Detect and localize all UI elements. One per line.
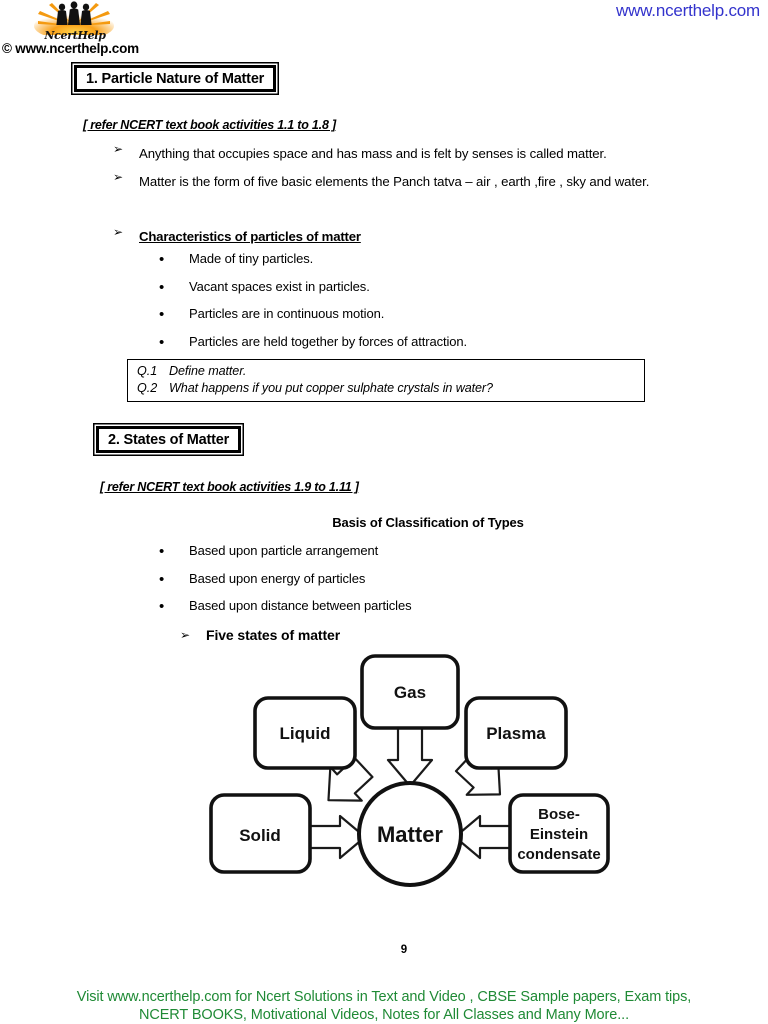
arrow-bec-to-matter (453, 814, 512, 860)
arrow-liquid-to-matter (327, 756, 374, 802)
characteristic-bullet-4-text: Particles are held together by forces of… (189, 334, 468, 349)
site-logo: NcertHelp © www.ncerthelp.com (2, 1, 177, 56)
characteristic-bullet-1-text: Made of tiny particles. (189, 251, 314, 266)
arrow-solid-to-matter (308, 814, 367, 860)
characteristic-bullet-1: • Made of tiny particles. (159, 251, 314, 269)
diagram-node-gas: Gas (360, 654, 460, 730)
section-1-refer-note: [ refer NCERT text book activities 1.1 t… (83, 118, 336, 132)
characteristic-bullet-2-text: Vacant spaces exist in particles. (189, 279, 370, 294)
section-1-title: 1. Particle Nature of Matter (86, 70, 265, 87)
page-number-text: 9 (400, 944, 408, 956)
page-number: 9 (0, 944, 768, 956)
question-box: Q.1 Define matter. Q.2 What happens if y… (127, 359, 645, 402)
diagram-node-gas-label: Gas (394, 683, 426, 702)
question-1-label: Q.1 (137, 364, 158, 378)
diagram-node-bec: Bose- Einstein condensate (508, 793, 610, 874)
dot-bullet-icon: • (159, 598, 165, 615)
question-row: Q.1 Define matter. (128, 363, 644, 380)
question-2-text: What happens if you put copper sulphate … (169, 381, 493, 395)
footer-promo: Visit www.ncerthelp.com for Ncert Soluti… (0, 988, 768, 1024)
diagram-node-liquid-label: Liquid (280, 724, 331, 743)
arrow-bullet-icon: ➢ (180, 628, 190, 642)
basis-bullet-3-text: Based upon distance between particles (189, 598, 412, 613)
arrow-point-2-text: Matter is the form of five basic element… (139, 174, 650, 189)
characteristic-bullet-2: • Vacant spaces exist in particles. (159, 279, 370, 297)
basis-bullet-3: • Based upon distance between particles (159, 598, 412, 616)
five-states-subheading-text: Five states of matter (206, 627, 341, 643)
dot-bullet-icon: • (159, 571, 165, 588)
diagram-node-plasma-label: Plasma (486, 724, 546, 743)
diagram-node-plasma: Plasma (464, 696, 568, 770)
basis-of-classification-heading: Basis of Classification of Types (0, 515, 768, 530)
arrow-point-3: ➢ Characteristics of particles of matter (113, 224, 513, 249)
basis-of-classification-heading-text: Basis of Classification of Types (332, 515, 524, 530)
diagram-node-bec-label-line2: Einstein (530, 826, 588, 843)
dot-bullet-icon: • (159, 279, 165, 296)
footer-promo-line-1: Visit www.ncerthelp.com for Ncert Soluti… (76, 989, 692, 1005)
arrow-point-1: ➢ Anything that occupies space and has m… (113, 141, 713, 166)
section-1-title-box: 1. Particle Nature of Matter (74, 65, 277, 92)
arrow-bullet-icon: ➢ (113, 225, 123, 239)
section-2-title: 2. States of Matter (108, 431, 230, 448)
diagram-node-bec-label-line1: Bose- (538, 806, 580, 823)
section-2-title-box: 2. States of Matter (96, 426, 242, 453)
characteristic-bullet-3: • Particles are in continuous motion. (159, 306, 385, 324)
arrow-point-2: ➢ Matter is the form of five basic eleme… (113, 169, 691, 194)
characteristic-bullet-3-text: Particles are in continuous motion. (189, 306, 385, 321)
basis-bullet-2-text: Based upon energy of particles (189, 571, 366, 586)
arrow-point-3-text: Characteristics of particles of matter (139, 229, 361, 244)
question-row: Q.2 What happens if you put copper sulph… (128, 380, 644, 397)
basis-bullet-2: • Based upon energy of particles (159, 571, 366, 589)
basis-bullet-1-text: Based upon particle arrangement (189, 543, 379, 558)
diagram-center-matter: Matter (357, 781, 463, 887)
arrow-point-1-text: Anything that occupies space and has mas… (139, 146, 607, 161)
arrow-bullet-icon: ➢ (113, 142, 123, 156)
header-site-link[interactable]: www.ncerthelp.com (616, 1, 760, 20)
logo-copyright-url: © www.ncerthelp.com (2, 41, 139, 56)
diagram-center-matter-label: Matter (377, 822, 443, 847)
diagram-node-solid-label: Solid (239, 826, 281, 845)
dot-bullet-icon: • (159, 543, 165, 560)
footer-promo-line-2: NCERT BOOKS, Motivational Videos, Notes … (138, 1007, 630, 1024)
characteristic-bullet-4: • Particles are held together by forces … (159, 334, 468, 352)
dot-bullet-icon: • (159, 251, 165, 268)
diagram-node-bec-label-line3: condensate (517, 846, 600, 863)
basis-bullet-1: • Based upon particle arrangement (159, 543, 379, 561)
arrow-bullet-icon: ➢ (113, 170, 123, 184)
question-2-label: Q.2 (137, 381, 158, 395)
states-of-matter-diagram: Gas Liquid Plasma Solid Bose- Einstein c… (200, 650, 620, 900)
dot-bullet-icon: • (159, 334, 165, 351)
diagram-node-liquid: Liquid (253, 696, 357, 770)
ncerthelp-logo-icon (32, 1, 116, 40)
question-1-text: Define matter. (169, 364, 247, 378)
logo-wordmark: NcertHelp (44, 29, 106, 42)
section-2-refer-note: [ refer NCERT text book activities 1.9 t… (100, 480, 359, 494)
page-header: NcertHelp © www.ncerthelp.com www.ncerth… (0, 0, 768, 58)
arrow-gas-to-matter (386, 726, 434, 788)
dot-bullet-icon: • (159, 306, 165, 323)
diagram-node-solid: Solid (209, 793, 312, 874)
five-states-subheading: ➢ Five states of matter (180, 627, 340, 643)
